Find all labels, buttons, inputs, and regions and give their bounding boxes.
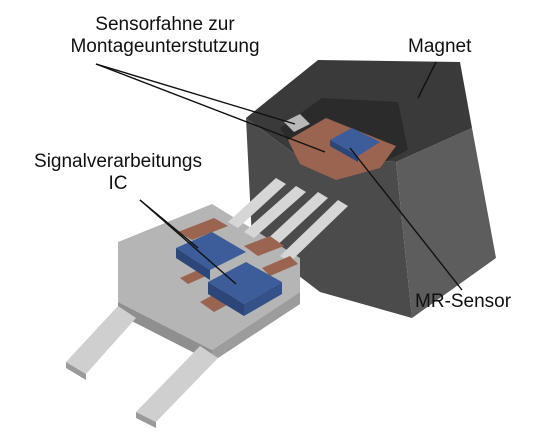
leader-sensorfahne-1	[95, 63, 296, 125]
ic-chip-right	[208, 262, 282, 304]
ic-chip-right-edge2	[244, 282, 282, 316]
mr-sensor-chip	[330, 128, 380, 156]
sensorfahne-label-line1: Sensorfahne zur	[95, 14, 235, 35]
substrate-edge	[118, 302, 212, 362]
conn-lead-1	[228, 178, 286, 228]
signal-ic-label-line2: IC	[108, 173, 128, 194]
conn-lead-3	[262, 192, 328, 250]
mr-sensor-label: MR-Sensor	[415, 291, 512, 312]
leader-mr-sensor	[349, 147, 463, 291]
lead-right	[136, 346, 218, 422]
ic-chip-right-edge	[208, 282, 244, 316]
lower-leads	[66, 306, 218, 428]
lead-right-side	[136, 412, 156, 428]
lead-left	[66, 306, 136, 374]
leader-magnet	[417, 61, 437, 99]
substrate-edge-right	[212, 292, 300, 362]
trace-pad-4	[180, 270, 206, 284]
conn-lead-4	[280, 200, 348, 262]
conn-lead-2	[244, 186, 306, 238]
leader-signal-2	[139, 199, 237, 285]
mr-sensor-chip-edge	[330, 140, 358, 162]
magnet-right-face	[396, 128, 496, 318]
trace-pad-2	[244, 236, 284, 256]
lead-left-side	[66, 362, 86, 380]
sensorfahne-label: Sensorfahne zur Montageunterstutzung	[34, 14, 296, 58]
signal-ic-label: Signalverarbeitungs IC	[4, 151, 232, 195]
ic-chip-left-edge	[176, 248, 210, 280]
trace-pad-1	[178, 218, 228, 240]
sensor-flag-tab	[284, 114, 310, 132]
trace-pad-5	[262, 256, 298, 276]
connecting-leads	[228, 178, 348, 262]
magnet-label: Magnet	[408, 36, 472, 57]
ic-chip-left	[176, 232, 246, 270]
signal-ic-chips	[176, 232, 282, 316]
signal-ic-label-line1: Signalverarbeitungs	[34, 151, 202, 172]
leader-lines	[95, 61, 463, 291]
leader-sensorfahne-2	[95, 63, 326, 153]
sensorfahne-label-line2: Montageunterstutzung	[70, 36, 260, 57]
sensor-flag	[284, 114, 396, 180]
